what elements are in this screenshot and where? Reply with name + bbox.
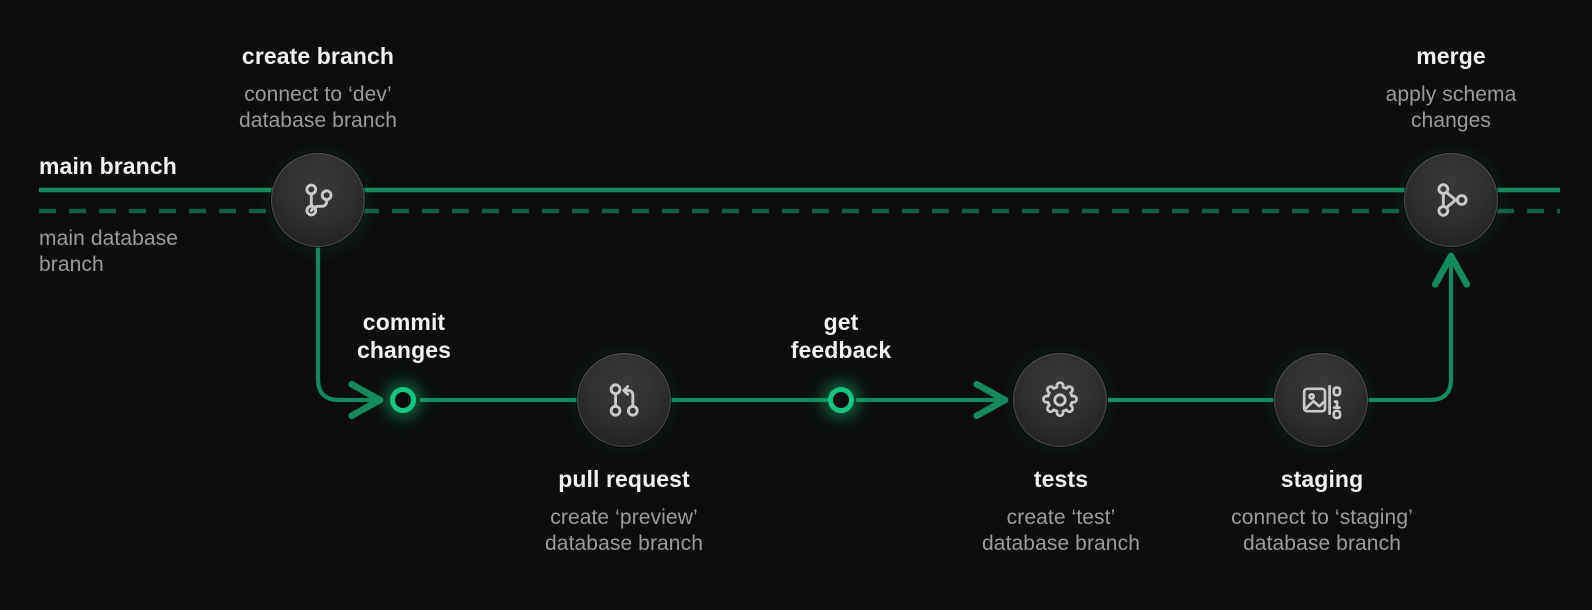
create-branch-title: create branch <box>241 43 395 69</box>
git-branch-icon <box>295 177 341 223</box>
image-binary-icon <box>1297 376 1345 424</box>
git-merge-icon <box>1428 177 1474 223</box>
node-commit-changes[interactable] <box>390 387 416 413</box>
commit-changes-title: commit changes <box>356 309 451 364</box>
main-database-branch-label: main database branch <box>39 227 179 276</box>
wire-staging-to-merge <box>1365 256 1451 403</box>
tests-title: tests <box>1033 466 1089 492</box>
merge-title: merge <box>1416 43 1486 69</box>
tests-subtitle: create ‘test’ database branch <box>982 506 1140 555</box>
staging-title: staging <box>1280 466 1364 492</box>
node-create-branch[interactable] <box>271 153 365 247</box>
main-branch-label: main branch <box>39 153 177 179</box>
merge-subtitle: apply schema changes <box>1385 83 1517 132</box>
node-get-feedback[interactable] <box>828 387 854 413</box>
node-pull-request[interactable] <box>577 353 671 447</box>
node-tests[interactable] <box>1013 353 1107 447</box>
node-merge[interactable] <box>1404 153 1498 247</box>
gear-icon <box>1036 376 1084 424</box>
get-feedback-title: get feedback <box>790 309 892 364</box>
git-pull-request-icon <box>601 377 647 423</box>
create-branch-subtitle: connect to ‘dev’ database branch <box>239 83 397 132</box>
pull-request-title: pull request <box>558 466 690 492</box>
staging-subtitle: connect to ‘staging’ database branch <box>1231 506 1413 555</box>
pull-request-subtitle: create ‘preview’ database branch <box>545 506 703 555</box>
node-staging[interactable] <box>1274 353 1368 447</box>
